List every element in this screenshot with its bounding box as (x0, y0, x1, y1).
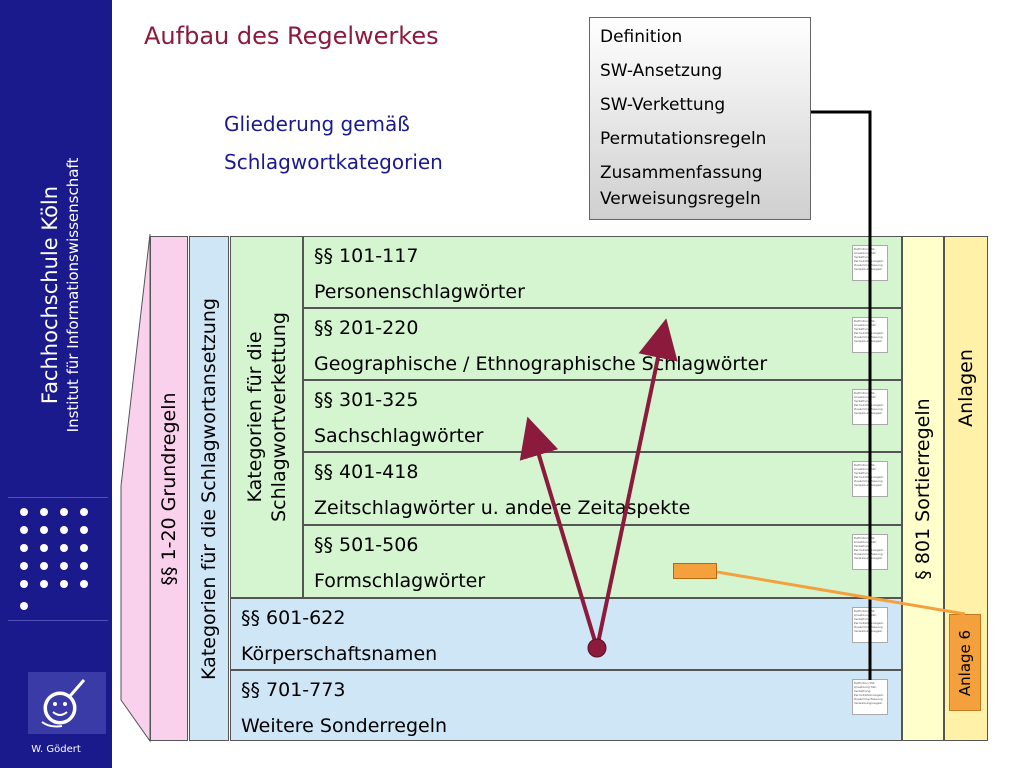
definition-item: Zusammenfassung (600, 163, 763, 183)
row-label: Zeitschlagwörter u. andere Zeitaspekte (314, 497, 691, 519)
anlage6-box: Anlage 6 (949, 614, 981, 711)
arrow-origin-dot (587, 638, 607, 658)
definition-item: Definition (600, 27, 683, 47)
dot-grid-decoration (8, 497, 108, 621)
row-code: §§ 501-506 (314, 534, 419, 556)
definition-connector-line (811, 110, 872, 680)
table-row: §§ 101-117 Personenschlagwörter Definiti… (303, 236, 902, 308)
smiley-writer-icon (28, 672, 106, 734)
definition-box: Definition SW-Ansetzung SW-Verkettung Pe… (589, 17, 811, 220)
definition-item: Verweisungsregeln (600, 189, 761, 209)
row-label: Sachschlagwörter (314, 425, 484, 447)
arrow-to-geographische (595, 318, 678, 649)
table-row: §§ 301-325 Sachschlagwörter Definition S… (303, 380, 902, 452)
arrow-to-sachschlagwoerter (519, 416, 599, 649)
definition-item: SW-Ansetzung (600, 61, 723, 81)
subtitle-line-1: Gliederung gemäß (224, 112, 410, 136)
row-code: §§ 201-220 (314, 317, 419, 339)
row-code: §§ 701-773 (241, 679, 346, 701)
column-sortierregeln: § 801 Sortierregeln (902, 236, 944, 741)
column-ansetzung: Kategorien für die Schlagwortansetzung (189, 236, 229, 741)
page-title: Aufbau des Regelwerkes (144, 22, 439, 50)
table-row: §§ 701-773 Weitere Sonderregeln Definiti… (230, 670, 902, 741)
sidebar (0, 0, 112, 768)
subtitle-line-2: Schlagwortkategorien (224, 150, 443, 174)
row-label: Formschlagwörter (314, 570, 486, 592)
table-row: §§ 601-622 Körperschaftsnamen Definition… (230, 598, 902, 670)
row-code: §§ 301-325 (314, 389, 419, 411)
row-code: §§ 601-622 (241, 607, 346, 629)
row-code: §§ 401-418 (314, 461, 419, 483)
definition-item: SW-Verkettung (600, 95, 726, 115)
row-label: Körperschaftsnamen (241, 643, 438, 665)
definition-item: Permutationsregeln (600, 129, 767, 149)
anlage6-connector-line (716, 570, 966, 616)
row-code: §§ 101-117 (314, 245, 419, 267)
row-label: Personenschlagwörter (314, 281, 525, 303)
anlage6-marker (673, 563, 717, 579)
author-name: W. Gödert (31, 744, 81, 755)
column-verkettung: Kategorien für die Schlagwortverkettung (230, 236, 303, 598)
column-grundregeln: §§ 1-20 Grundregeln (150, 236, 188, 741)
row-label: Weitere Sonderregeln (241, 715, 448, 737)
